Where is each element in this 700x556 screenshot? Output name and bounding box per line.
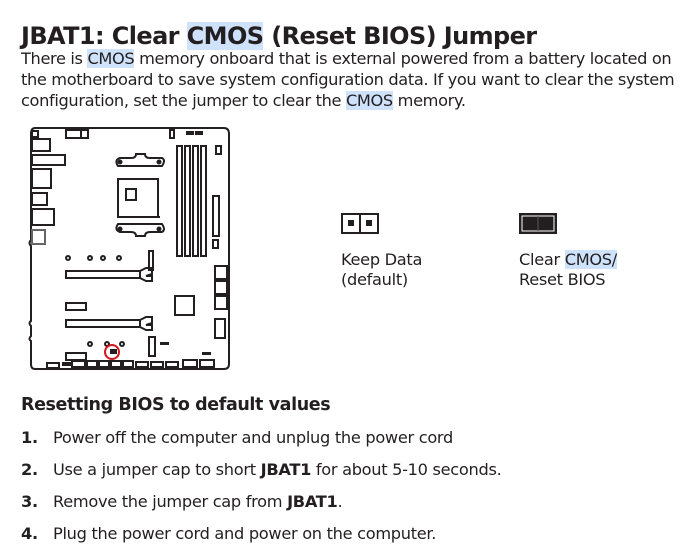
bottom-header xyxy=(110,360,122,368)
header xyxy=(169,129,175,139)
connector xyxy=(214,295,228,310)
list-item: 2. Use a jumper cap to short JBAT1 for ab… xyxy=(21,460,502,492)
bottom-header xyxy=(199,359,215,368)
text: memory. xyxy=(392,91,466,110)
bottom-header xyxy=(165,361,179,368)
page-title: JBAT1: Clear CMOS (Reset BIOS) Jumper xyxy=(21,22,537,51)
bottom-header xyxy=(182,359,198,368)
header xyxy=(80,129,89,139)
text: for about 5-10 seconds. xyxy=(311,460,502,479)
step-text: Remove the jumper cap from JBAT1. xyxy=(53,492,343,524)
pcie-slot xyxy=(65,319,141,328)
cpu-center xyxy=(125,188,137,201)
text: memory onboard that is external powered … xyxy=(134,49,672,68)
search-highlight: CMOS xyxy=(345,91,393,110)
keep-data-label: Keep Data (default) xyxy=(341,250,422,290)
chipset xyxy=(174,295,195,316)
motherboard-diagram xyxy=(28,127,230,370)
jumper-closed-icon xyxy=(519,213,557,234)
jbat1-jumper xyxy=(110,349,117,354)
text: Remove the jumper cap from xyxy=(53,492,288,511)
bold-text: JBAT1 xyxy=(287,492,338,511)
connector xyxy=(214,280,228,295)
connector xyxy=(214,318,226,339)
label-line: (default) xyxy=(341,270,408,289)
text: Use a jumper cap to short xyxy=(53,460,261,479)
step-text: Use a jumper cap to short JBAT1 for abou… xyxy=(53,460,502,492)
step-text: Plug the power cord and power on the com… xyxy=(53,524,437,543)
jbat1-highlight-circle xyxy=(104,344,120,360)
header xyxy=(148,336,156,357)
step-number: 4. xyxy=(21,524,38,543)
cpu-bracket xyxy=(115,223,165,237)
label-line: Clear CMOS/ xyxy=(519,250,617,270)
intro-line: configuration, set the jumper to clear t… xyxy=(21,90,700,111)
intro-line: the motherboard to save system configura… xyxy=(21,70,675,89)
list-item: 4. Plug the power cord and power on the c… xyxy=(21,524,501,556)
intro-paragraph: There is CMOS memory onboard that is ext… xyxy=(21,48,700,111)
title-text: JBAT1: Clear xyxy=(21,22,187,51)
text: . xyxy=(337,492,343,511)
pcie-latch xyxy=(139,267,153,282)
dimm-slot xyxy=(184,145,191,257)
io-port xyxy=(31,130,39,138)
section-heading: Resetting BIOS to default values xyxy=(21,395,331,415)
dimm-slot xyxy=(200,145,207,257)
bottom-header xyxy=(46,362,60,369)
bottom-header xyxy=(86,360,98,368)
step-text: Power off the computer and unplug the po… xyxy=(53,428,453,447)
label-line: Keep Data xyxy=(341,250,423,269)
header xyxy=(212,195,220,237)
io-port xyxy=(31,138,51,152)
io-port xyxy=(31,168,52,189)
clear-cmos-label: Clear CMOS/ Reset BIOS xyxy=(519,250,617,290)
cpu-socket xyxy=(117,178,159,218)
bottom-header xyxy=(135,361,149,368)
step-number: 3. xyxy=(21,492,38,511)
dimm-slot xyxy=(192,145,199,257)
io-port xyxy=(31,208,55,226)
text: There is xyxy=(21,49,88,68)
list-item: 1. Power off the computer and unplug the … xyxy=(21,428,501,460)
search-highlight: CMOS xyxy=(87,49,135,68)
search-highlight: CMOS xyxy=(186,22,264,51)
header xyxy=(65,129,82,139)
jumper-open-icon xyxy=(341,213,379,234)
bottom-header xyxy=(98,360,110,368)
text: configuration, set the jumper to clear t… xyxy=(21,91,346,110)
step-number: 1. xyxy=(21,428,38,447)
header xyxy=(212,239,219,249)
bottom-header xyxy=(150,361,164,368)
bottom-header xyxy=(122,360,134,368)
label-line: Reset BIOS xyxy=(519,270,606,289)
pcie-latch xyxy=(139,316,153,331)
io-port xyxy=(31,229,46,245)
steps-list: 1. Power off the computer and unplug the … xyxy=(21,428,502,556)
io-port xyxy=(31,192,48,206)
pcie-slot xyxy=(65,270,141,279)
dimm-slot xyxy=(176,145,183,257)
bold-text: JBAT1 xyxy=(260,460,312,479)
connector xyxy=(214,265,228,280)
list-item: 3. Remove the jumper cap from JBAT1. xyxy=(21,492,501,524)
board-outline xyxy=(28,127,230,370)
bottom-header xyxy=(71,360,86,368)
step-number: 2. xyxy=(21,460,38,479)
header xyxy=(215,145,222,155)
io-port xyxy=(31,154,66,166)
header xyxy=(65,302,87,311)
search-highlight: CMOS/ xyxy=(564,250,617,269)
intro-line: There is CMOS memory onboard that is ext… xyxy=(21,48,700,69)
cpu-bracket xyxy=(115,153,165,167)
header xyxy=(65,352,87,361)
title-text: (Reset BIOS) Jumper xyxy=(263,22,537,51)
text: Clear xyxy=(519,250,565,269)
